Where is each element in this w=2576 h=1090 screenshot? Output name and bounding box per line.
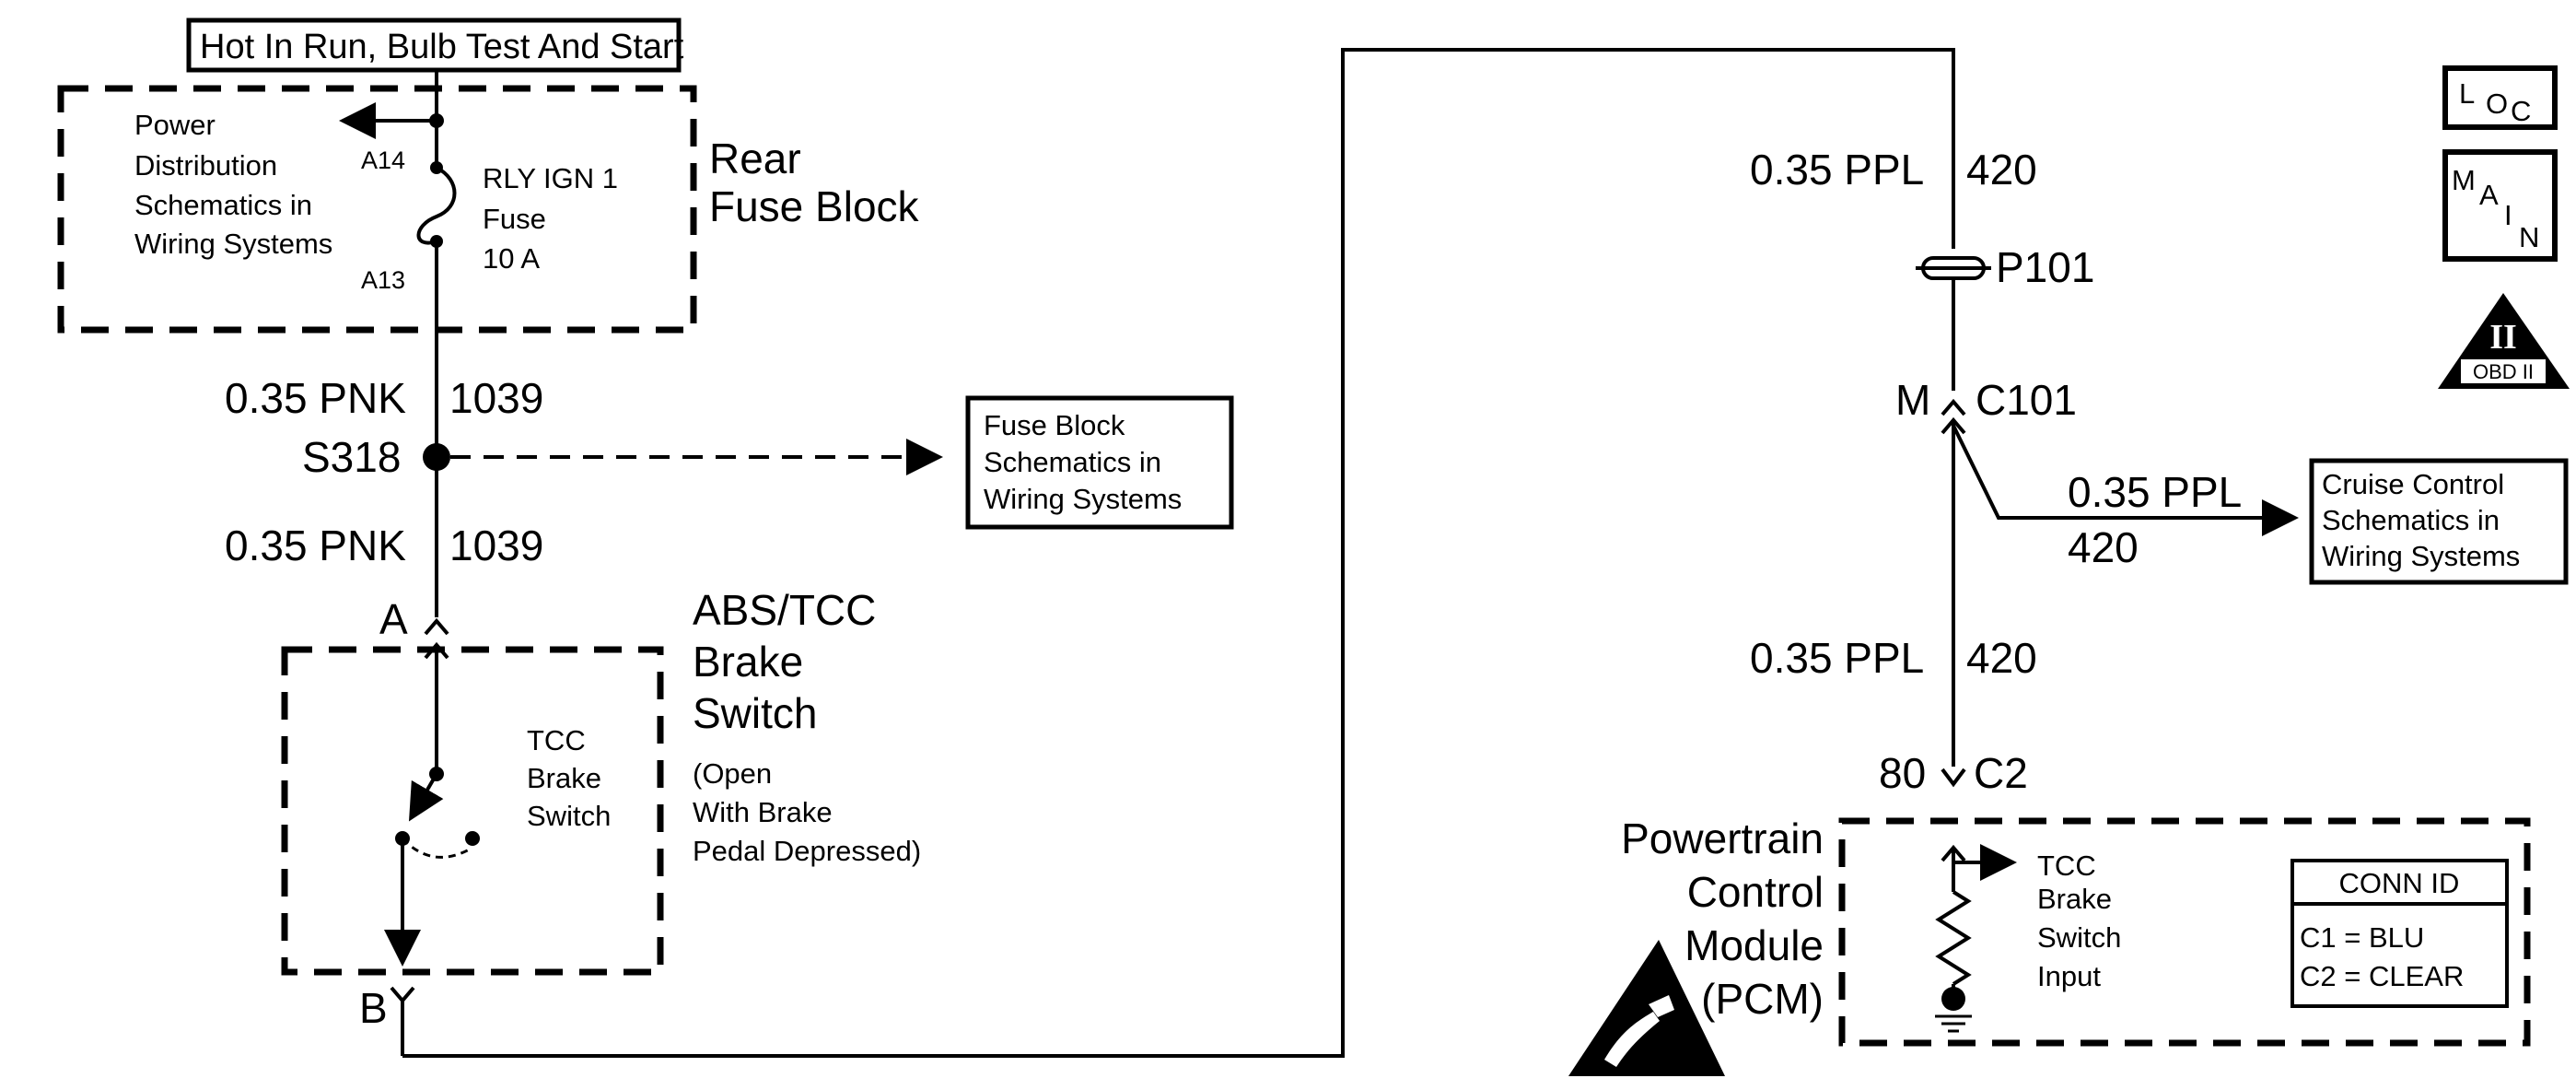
connector-a (424, 617, 449, 636)
wire-pnk-upper-circuit: 1039 (449, 374, 543, 422)
power-dist-line2: Distribution (134, 149, 277, 182)
main-icon-i: I (2504, 199, 2512, 231)
fuse-symbol (416, 166, 457, 245)
fuse-block-ref-box (965, 395, 1234, 530)
power-dist-line4: Wiring Systems (134, 228, 332, 260)
pcm-label-line1: Powertrain (1621, 815, 1824, 862)
pin-80: 80 (1879, 749, 1926, 797)
fuse-line2: Fuse (483, 203, 546, 235)
pcm-input-line4: Input (2037, 960, 2101, 992)
inner-switch-line1: TCC (527, 724, 586, 756)
pin-a13: A13 (361, 266, 405, 294)
fuse-line1: RLY IGN 1 (483, 162, 618, 194)
splice-s318-label: S318 (302, 433, 401, 481)
rear-fuse-block-line2: Fuse Block (709, 182, 920, 230)
cruise-branch (1952, 425, 2299, 536)
obd-ii-label: OBD II (2473, 360, 2534, 383)
wire-ppl-branch-circuit: 420 (2068, 523, 2139, 571)
rear-fuse-block-outline (57, 85, 697, 334)
pcm-input-line2: Brake (2037, 883, 2112, 915)
loc-icon[interactable]: L O C (2442, 65, 2558, 130)
power-dist-line1: Power (134, 109, 216, 141)
inner-switch-line2: Brake (527, 762, 601, 794)
fuse-block-ref-line2: Schematics in (984, 446, 1161, 478)
header-box (186, 18, 682, 73)
splice-s318 (423, 443, 450, 471)
wire-pnk-lower: 0.35 PNK (225, 522, 406, 569)
wire-ppl-upper-circuit: 420 (1966, 146, 2037, 193)
abs-switch-line1: ABS/TCC (693, 586, 876, 634)
c2-label: C2 (1974, 749, 2028, 797)
cruise-ref-line1: Cruise Control (2322, 468, 2504, 500)
pcm-label-line3: Module (1684, 921, 1824, 969)
pin-b: B (359, 984, 388, 1032)
pcm-label-line4: (PCM) (1701, 975, 1824, 1023)
cruise-ref-line3: Wiring Systems (2322, 540, 2520, 572)
pin-a14: A14 (361, 147, 405, 174)
main-icon-n: N (2519, 221, 2539, 253)
wire-ppl-lower-circuit: 420 (1966, 634, 2037, 682)
wire-pnk-lower-circuit: 1039 (449, 522, 543, 569)
conn-id-table (2290, 859, 2509, 1008)
abs-switch-note3: Pedal Depressed) (693, 835, 921, 867)
esd-warning-icon (1568, 940, 1725, 1076)
pcm-outline (1838, 817, 2531, 1047)
obd-ii-icon[interactable]: II OBD II (2438, 293, 2570, 389)
wire-pnk-upper: 0.35 PNK (225, 374, 406, 422)
wire-ppl-lower-label: 0.35 PPL (1750, 634, 1924, 682)
pcm-resistor (1935, 890, 1972, 986)
connector-b (390, 986, 415, 1004)
cruise-ref-box (2309, 458, 2569, 585)
power-dist-line3: Schematics in (134, 189, 312, 221)
abs-switch-line2: Brake (693, 638, 803, 686)
switch-arc (401, 837, 473, 859)
main-icon-a: A (2479, 179, 2499, 211)
fuse-block-ref-line1: Fuse Block (984, 409, 1125, 441)
loc-icon-o: O (2486, 88, 2508, 120)
conn-id-title: CONN ID (2339, 867, 2460, 899)
cruise-ref-line2: Schematics in (2322, 504, 2500, 536)
abs-tcc-switch-outline (281, 646, 664, 976)
obd-ii-symbol: II (2489, 318, 2517, 357)
pin-m: M (1895, 376, 1930, 424)
header-box-label: Hot In Run, Bulb Test And Start (200, 28, 684, 66)
c101-male (1941, 398, 1966, 416)
pcm-label-line2: Control (1687, 868, 1824, 916)
pcm-ground-node (1941, 987, 1965, 1011)
switch-node-right (465, 831, 480, 846)
wire-ppl-branch: 0.35 PPL (2068, 468, 2242, 516)
fuse-line3: 10 A (483, 242, 540, 275)
main-icon[interactable]: M A I N (2442, 149, 2558, 262)
c101-label: C101 (1976, 376, 2077, 424)
abs-switch-line3: Switch (693, 689, 817, 737)
c2-connector (1941, 768, 1966, 788)
main-icon-m: M (2452, 164, 2476, 196)
abs-switch-note1: (Open (693, 757, 772, 790)
inner-switch-line3: Switch (527, 800, 611, 832)
conn-id-row2: C2 = CLEAR (2300, 960, 2464, 992)
switch-blade (408, 772, 444, 822)
pcm-input-line3: Switch (2037, 921, 2121, 954)
conn-id-row1: C1 = BLU (2300, 921, 2424, 954)
rear-fuse-block-line1: Rear (709, 135, 801, 182)
wire-ppl-upper: 0.35 PPL (1750, 146, 1924, 193)
pin-a: A (379, 595, 408, 643)
pcm-input-line1: TCC (2037, 850, 2096, 882)
abs-switch-note2: With Brake (693, 796, 833, 828)
p101-label: P101 (1996, 243, 2094, 291)
wire-crossover (402, 48, 1955, 1058)
loc-icon-l: L (2459, 77, 2475, 110)
fuse-block-ref-line3: Wiring Systems (984, 483, 1182, 515)
loc-icon-c: C (2511, 95, 2531, 127)
